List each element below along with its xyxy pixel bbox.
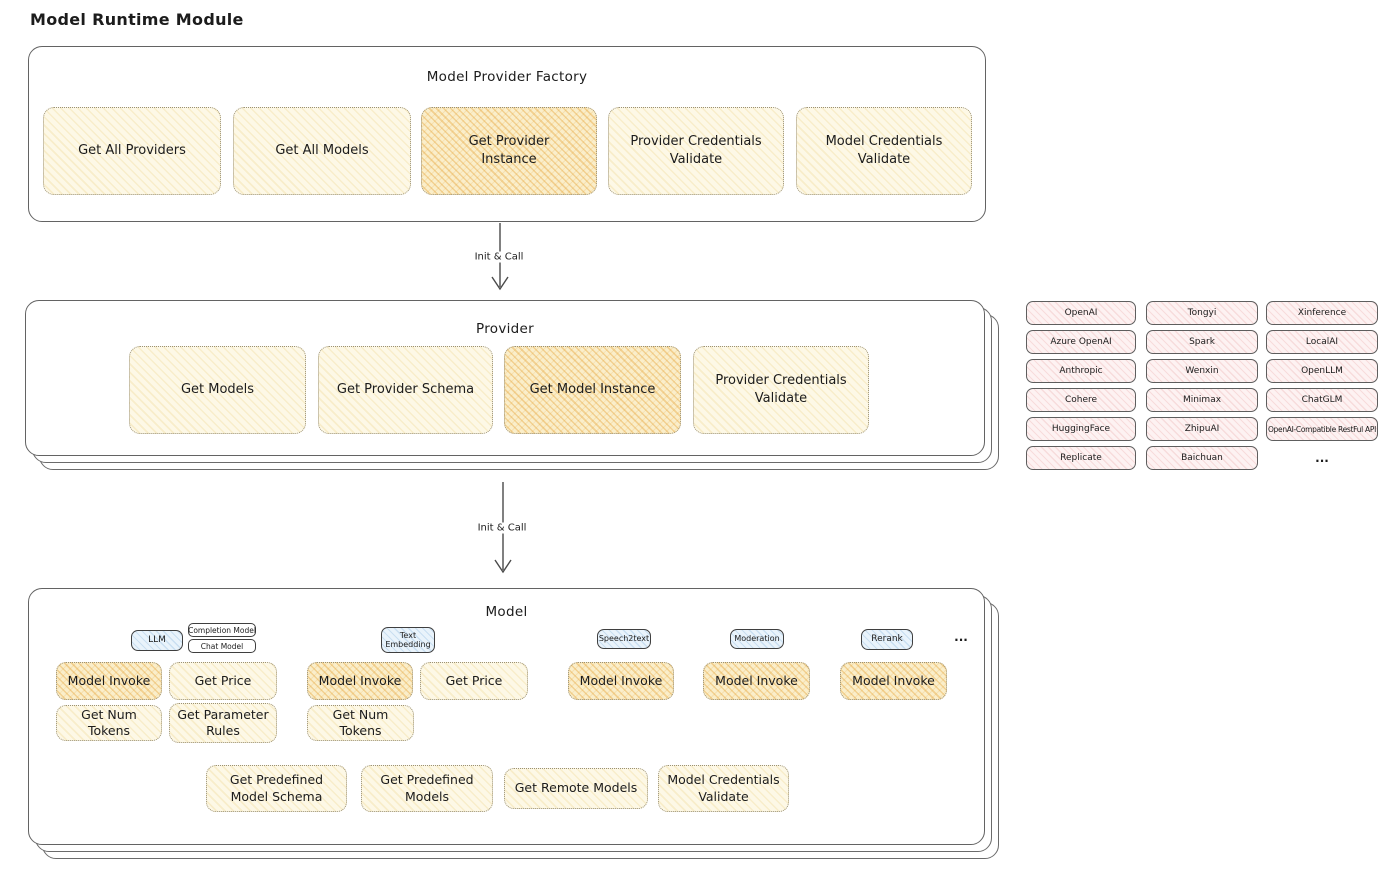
action-model-invoke-speech2text: Model Invoke [568,662,674,700]
grid-item-minimax: Minimax [1146,388,1258,412]
grid-item-openai-compatible: OpenAI-Compatible RestFul API [1266,417,1378,441]
action-get-remote-models: Get Remote Models [504,768,648,809]
provider-box-label: Provider Credentials Validate [715,372,847,406]
provider-box-label: Get Models [180,381,255,397]
grid-item-baichuan: Baichuan [1146,446,1258,470]
grid-item-azure-openai: Azure OpenAI [1026,330,1136,354]
provider-title: Provider [476,321,534,337]
provider-box-get-model-instance: Get Model Instance [504,346,681,434]
provider-box-label: Get Model Instance [529,381,656,397]
action-get-predefined-models: Get Predefined Models [361,765,493,812]
provider-box-label: Get Provider Schema [336,381,475,397]
action-model-credentials-validate: Model Credentials Validate [658,765,789,812]
action-model-invoke-rerank: Model Invoke [840,662,947,700]
arrow-label-init-call-2: Init & Call [473,522,531,534]
tab-text-embedding: Text Embedding [381,627,435,653]
action-model-invoke-moderation: Model Invoke [703,662,810,700]
grid-item-openai: OpenAI [1026,301,1136,325]
provider-box-get-provider-schema: Get Provider Schema [318,346,493,434]
factory-box-label: Model Credentials Validate [825,133,943,167]
page-title: Model Runtime Module [30,10,244,29]
arrow-label-init-call-1: Init & Call [470,251,528,263]
action-get-num-tokens-text-embedding: Get Num Tokens [307,705,414,741]
grid-item-localai: LocalAI [1266,330,1378,354]
tab-speech2text: Speech2text [597,629,651,649]
action-get-num-tokens-llm: Get Num Tokens [56,705,162,741]
action-get-parameter-rules: Get Parameter Rules [169,703,277,743]
factory-box-get-provider-instance: Get Provider Instance [421,107,597,195]
grid-item-chatglm: ChatGLM [1266,388,1378,412]
action-get-predefined-model-schema: Get Predefined Model Schema [206,765,347,812]
tab-completion-model: Completion Model [188,623,256,637]
grid-item-huggingface: HuggingFace [1026,417,1136,441]
factory-box-label: Get All Models [275,142,369,158]
grid-item-openllm: OpenLLM [1266,359,1378,383]
grid-item-cohere: Cohere [1026,388,1136,412]
model-container: Model LLM Completion Model Chat Model Te… [28,588,985,845]
action-get-price-text-embedding: Get Price [420,662,528,700]
grid-item-wenxin: Wenxin [1146,359,1258,383]
factory-box-label: Provider Credentials Validate [630,133,762,167]
tab-rerank: Rerank [861,629,913,650]
grid-item-zhipuai: ZhipuAI [1146,417,1258,441]
factory-box-get-all-models: Get All Models [233,107,411,195]
factory-box-provider-credentials-validate: Provider Credentials Validate [608,107,784,195]
grid-item-xinference: Xinference [1266,301,1378,325]
action-get-price-llm: Get Price [169,662,277,700]
factory-box-get-all-providers: Get All Providers [43,107,221,195]
grid-item-spark: Spark [1146,330,1258,354]
model-tabs-more: ... [954,630,968,644]
action-model-invoke-llm: Model Invoke [56,662,162,700]
grid-item-anthropic: Anthropic [1026,359,1136,383]
action-model-invoke-text-embedding: Model Invoke [307,662,413,700]
factory-container: Model Provider Factory Get All Providers… [28,46,986,222]
model-title: Model [485,604,528,620]
tab-moderation: Moderation [730,629,784,649]
factory-title: Model Provider Factory [426,69,588,85]
provider-box-get-models: Get Models [129,346,306,434]
grid-item-replicate: Replicate [1026,446,1136,470]
provider-container: Provider Get Models Get Provider Schema … [25,300,985,456]
tab-llm: LLM [131,630,183,651]
factory-box-label: Get Provider Instance [468,133,550,167]
factory-box-model-credentials-validate: Model Credentials Validate [796,107,972,195]
tab-chat-model: Chat Model [188,639,256,653]
provider-box-provider-credentials-validate: Provider Credentials Validate [693,346,869,434]
factory-box-label: Get All Providers [78,142,186,158]
grid-item-tongyi: Tongyi [1146,301,1258,325]
grid-item-more: ... [1315,451,1329,465]
